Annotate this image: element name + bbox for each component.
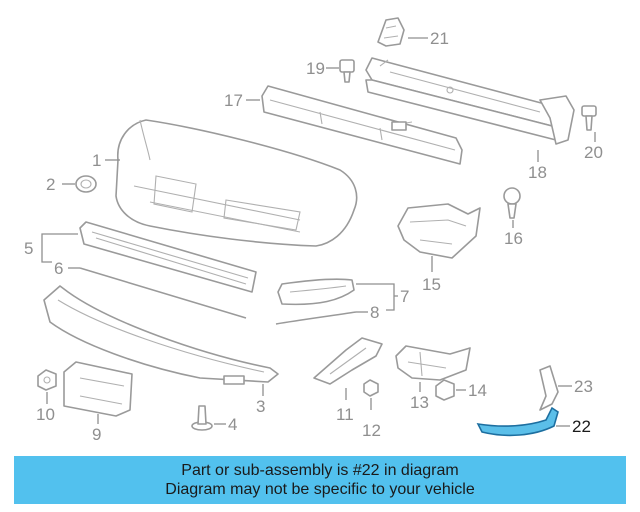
- label-8: 8: [370, 303, 379, 322]
- part-1-bumper-cover: [115, 119, 358, 247]
- part-21-bracket: [377, 17, 405, 47]
- label-14: 14: [468, 381, 487, 400]
- label-23: 23: [574, 377, 593, 396]
- part-11-bracket: [313, 337, 383, 385]
- label-1: 1: [92, 151, 101, 170]
- label-18: 18: [528, 163, 547, 182]
- leader-5: [41, 233, 78, 263]
- label-10: 10: [36, 405, 55, 424]
- part-16-clip: [503, 187, 521, 219]
- label-11: 11: [336, 405, 354, 424]
- part-8-molding: [275, 311, 357, 325]
- part-17-energy-absorber: [261, 85, 463, 165]
- part-14-nut: [435, 379, 455, 401]
- part-10-nut: [37, 369, 57, 391]
- banner-line-1: Part or sub-assembly is #22 in diagram: [181, 462, 459, 479]
- label-5: 5: [24, 239, 33, 258]
- part-7-side-grille: [277, 278, 355, 306]
- part-2-cap: [75, 175, 97, 193]
- part-5-grille: [79, 221, 257, 293]
- banner-line-2: Diagram may not be specific to your vehi…: [165, 481, 475, 498]
- part-13-bracket: [395, 345, 471, 381]
- label-21: 21: [430, 29, 449, 48]
- label-3: 3: [256, 397, 265, 416]
- part-22-molding-highlighted: [476, 406, 559, 437]
- part-9-license-bracket: [63, 361, 133, 417]
- part-3-lower-spoiler: [43, 285, 279, 385]
- part-15-bracket: [397, 203, 481, 259]
- label-6: 6: [54, 259, 63, 278]
- info-banner: Part or sub-assembly is #22 in diagram D…: [14, 456, 626, 504]
- part-23-trim: [539, 365, 559, 411]
- label-13: 13: [410, 393, 429, 412]
- label-19: 19: [306, 59, 325, 78]
- part-12-clip: [363, 379, 379, 397]
- label-9: 9: [92, 425, 101, 444]
- label-20: 20: [584, 143, 603, 162]
- label-4: 4: [228, 415, 237, 434]
- part-20-bolt: [581, 105, 597, 131]
- part-6-molding: [79, 267, 247, 319]
- label-7: 7: [400, 287, 409, 306]
- label-17: 17: [224, 91, 243, 110]
- parts-diagram: 21 19 17 20 18 1 2 16 5 6 15 7 8 3 23 14…: [24, 17, 603, 444]
- label-16: 16: [504, 229, 523, 248]
- label-2: 2: [46, 175, 55, 194]
- label-15: 15: [422, 275, 441, 294]
- part-4-screw: [191, 405, 213, 431]
- label-12: 12: [362, 421, 381, 440]
- part-19-bolt: [339, 59, 355, 83]
- leader-7: [356, 283, 398, 311]
- label-22: 22: [572, 417, 591, 436]
- part-18-impact-bar: [365, 57, 575, 145]
